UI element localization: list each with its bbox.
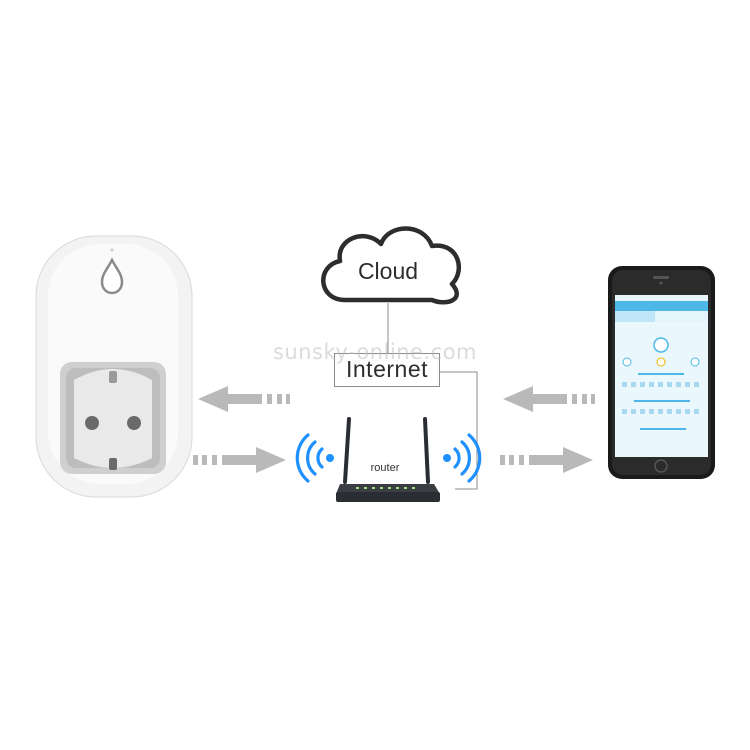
internet-label: Internet: [346, 356, 428, 382]
arrow-icon: [503, 386, 595, 412]
smart-plug-icon: [35, 235, 193, 498]
socket-pin-hole: [127, 416, 141, 430]
arrow-icon: [193, 447, 286, 473]
app-header-bar: [615, 301, 708, 311]
socket-pin-hole: [85, 416, 99, 430]
router-antenna: [423, 417, 430, 484]
router-antenna: [343, 417, 351, 484]
smartphone-icon: [608, 266, 715, 479]
internet-box: [334, 353, 440, 387]
cloud-label: Cloud: [357, 258, 419, 284]
connector-lines: [387, 303, 478, 490]
arrow-icon: [500, 447, 593, 473]
led-indicator: [110, 248, 114, 252]
arrow-icon: [198, 386, 290, 412]
power-button-icon: [100, 257, 124, 295]
router-label: router: [370, 462, 400, 474]
watermark: sunsky-online.com: [272, 340, 478, 364]
wifi-signal-icon: [295, 433, 334, 483]
internet-router-line: [440, 371, 478, 490]
cloud-icon: [321, 226, 462, 305]
wifi-signal-icon: [443, 433, 482, 483]
router-icon: [336, 417, 440, 502]
home-button: [654, 459, 668, 473]
